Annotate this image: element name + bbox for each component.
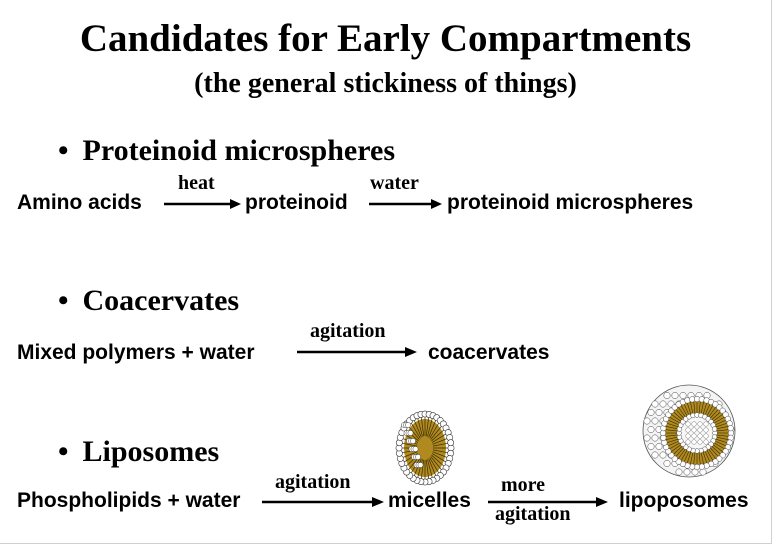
- slide-title: Candidates for Early Compartments: [0, 16, 771, 61]
- section-heading-coacervates: • Coacervates: [58, 284, 239, 318]
- arrow-heat-icon: [164, 198, 242, 210]
- section-heading-proteinoid: • Proteinoid microspheres: [58, 134, 395, 168]
- condition-more: more: [501, 474, 545, 497]
- condition-agitation-2: agitation: [495, 503, 571, 526]
- heading-text: Coacervates: [83, 284, 240, 317]
- intermediate-proteinoid: proteinoid: [245, 191, 348, 215]
- condition-agitation: agitation: [275, 471, 351, 494]
- arrow-agitation-icon: [297, 346, 419, 358]
- bullet-icon: •: [58, 284, 69, 317]
- reactant-mixed-polymers: Mixed polymers + water: [17, 341, 255, 365]
- bullet-icon: •: [58, 435, 69, 468]
- micelle-icon: [394, 409, 456, 487]
- condition-heat: heat: [178, 172, 215, 195]
- reactant-phospholipids: Phospholipids + water: [17, 489, 240, 513]
- arrow-agitation-icon: [262, 496, 386, 508]
- arrow-water-icon: [369, 198, 443, 210]
- section-heading-liposomes: • Liposomes: [58, 435, 219, 469]
- product-proteinoid-microspheres: proteinoid microspheres: [447, 191, 693, 215]
- bullet-icon: •: [58, 134, 69, 167]
- slide-subtitle: (the general stickiness of things): [0, 68, 771, 100]
- condition-agitation: agitation: [310, 320, 386, 343]
- heading-text: Proteinoid microspheres: [83, 134, 395, 167]
- liposome-icon: [641, 381, 737, 481]
- reactant-amino-acids: Amino acids: [17, 191, 142, 215]
- heading-text: Liposomes: [83, 435, 220, 468]
- condition-water: water: [370, 172, 419, 195]
- product-lipoposomes: lipoposomes: [619, 489, 749, 513]
- product-coacervates: coacervates: [428, 341, 549, 365]
- intermediate-micelles: micelles: [388, 489, 471, 513]
